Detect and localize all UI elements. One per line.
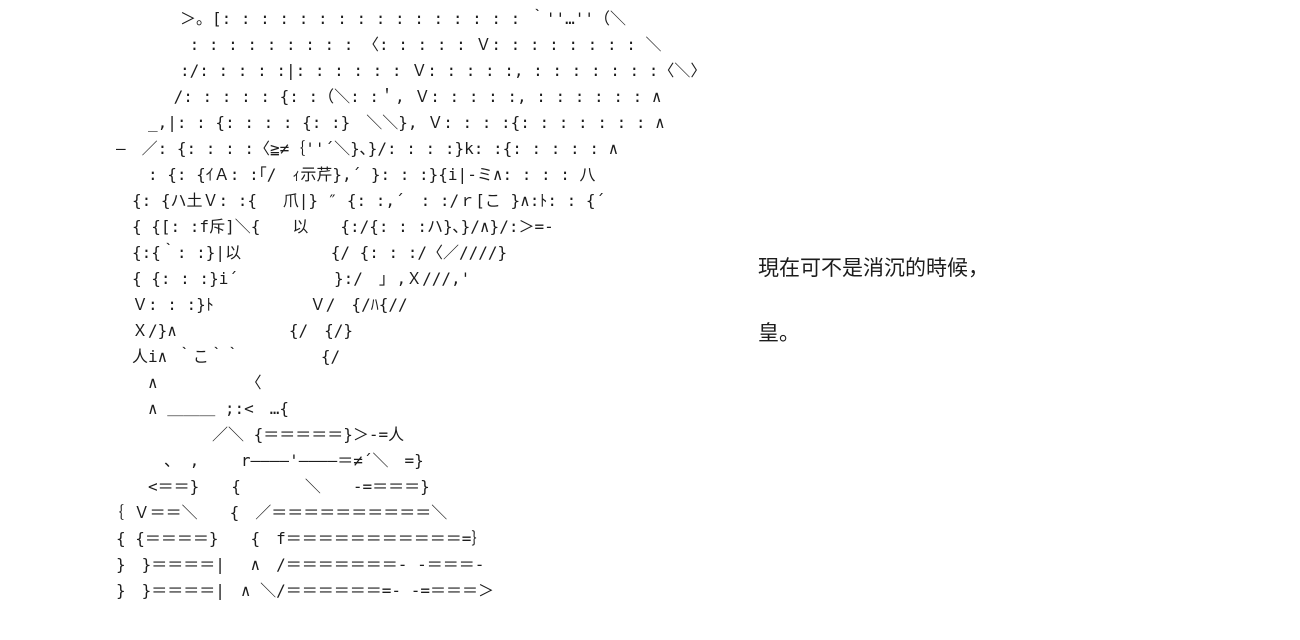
dialogue-line-2: 皇。 <box>758 322 800 345</box>
ascii-art-character: ＞。[: : : : : : : : : : : : : : : : ｀''…'… <box>116 9 707 600</box>
dialogue: 現在可不是消沉的時候， 皇。 <box>758 252 989 382</box>
dialogue-line-1: 現在可不是消沉的時候， <box>758 257 989 280</box>
